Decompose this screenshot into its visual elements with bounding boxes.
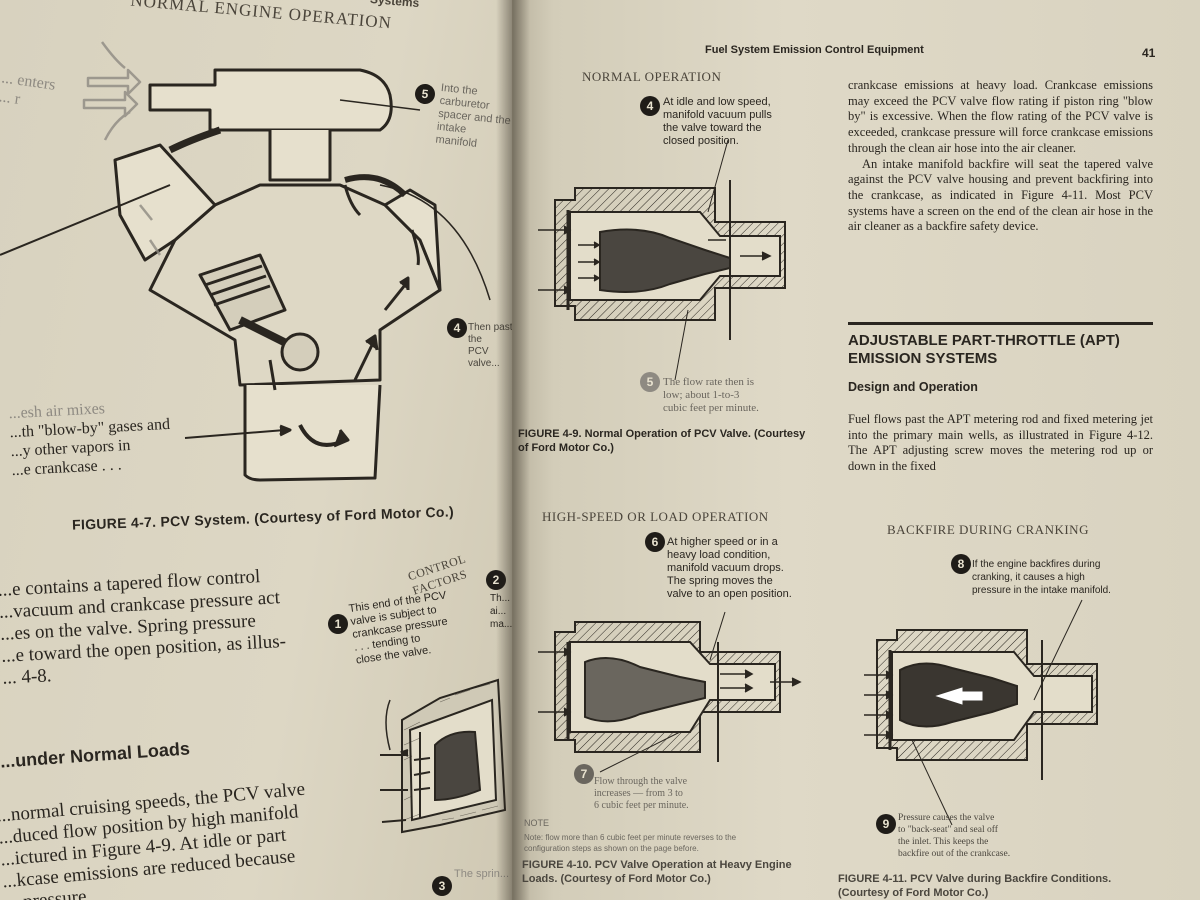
normal-callout-5-text: The flow rate then is low; about 1-to-3 …	[663, 376, 759, 414]
figure-4-10-caption: FIGURE 4-10. PCV Valve Operation at Heav…	[522, 859, 792, 885]
high-speed-note-text: Note: flow more than 6 cubic feet per mi…	[524, 833, 737, 853]
callout-number-badge: 8	[951, 554, 971, 574]
book-gutter	[496, 0, 530, 900]
control-callout-2-text: Th... ai... ma...	[490, 592, 512, 631]
right-running-header: Fuel System Emission Control Equipment	[705, 44, 924, 56]
high-speed-callout-6: 6	[645, 532, 665, 552]
right-body-text: crankcase emissions at heavy load. Crank…	[848, 78, 1153, 235]
right-body-paragraph-2: An intake manifold backfire will seat th…	[848, 156, 1153, 234]
control-callout-2: 2	[486, 570, 506, 590]
figure-4-7-caption: FIGURE 4-7. PCV System. (Courtesy of For…	[71, 503, 455, 533]
callout-number-badge: 9	[876, 814, 896, 834]
callout-number-badge: 3	[432, 876, 452, 896]
control-callout-3-text: The sprin...	[454, 868, 510, 880]
design-operation-subheading: Design and Operation	[848, 380, 978, 394]
right-body-paragraph-3: Fuel flows past the APT metering rod and…	[848, 412, 1153, 474]
callout-number-badge: 4	[640, 96, 660, 116]
backfire-callout-9: 9	[876, 814, 896, 834]
engine-callout-5: 5	[414, 83, 436, 105]
control-callout-3: 3	[432, 876, 452, 896]
high-speed-callout-6-text: At higher speed or in a heavy load condi…	[667, 536, 792, 600]
backfire-title: BACKFIRE DURING CRANKING	[887, 522, 1089, 537]
high-speed-callout-7: 7	[574, 764, 594, 784]
apt-section-heading: ADJUSTABLE PART-THROTTLE (APT) EMISSION …	[848, 332, 1120, 367]
engine-callout-4-text: Then past the PCV valve...	[468, 322, 513, 369]
callout-number-badge: 5	[414, 83, 436, 105]
normal-callout-4-text: At idle and low speed, manifold vacuum p…	[663, 96, 772, 147]
figure-4-11-valve-diagram	[864, 599, 1098, 826]
backfire-callout-9-text: Pressure causes the valve to "back-seat"…	[898, 813, 1011, 859]
figure-4-11-caption: FIGURE 4-11. PCV Valve during Backfire C…	[838, 873, 1112, 899]
high-speed-callout-7-text: Flow through the valve increases — from …	[594, 776, 689, 811]
high-speed-title: HIGH-SPEED OR LOAD OPERATION	[542, 509, 769, 524]
backfire-callout-8-text: If the engine backfires during cranking,…	[972, 559, 1111, 596]
left-body-paragraph-2: ...normal cruising speeds, the PCV valve…	[0, 778, 306, 900]
engine-callout-4: 4	[447, 318, 467, 338]
callout-number-badge: 5	[640, 372, 660, 392]
callout-number-badge: 2	[486, 570, 506, 590]
left-section-heading: ...under Normal Loads	[0, 738, 191, 772]
control-callout-1-text: This end of the PCV valve is subject to …	[347, 589, 449, 667]
figure-4-9-caption: FIGURE 4-9. Normal Operation of PCV Valv…	[518, 428, 806, 454]
left-body-paragraph-1: ...e contains a tapered flow control ...…	[0, 566, 287, 689]
control-callout-1: 1	[328, 614, 348, 634]
callout-number-badge: 4	[447, 318, 467, 338]
pcv-engine-illustration	[0, 41, 491, 482]
callout-number-badge: 1	[328, 614, 348, 634]
section-rule	[848, 322, 1153, 325]
left-page: NORMAL ENGINE OPERATION Systems	[0, 0, 520, 900]
normal-operation-title: NORMAL OPERATION	[582, 69, 722, 84]
figure-4-9-valve-diagram	[538, 139, 786, 381]
page-number: 41	[1142, 46, 1156, 60]
engine-fresh-air-callout: ...esh air mixes ...th "blow-by" gases a…	[8, 400, 171, 480]
callout-number-badge: 7	[574, 764, 594, 784]
high-speed-note-label: NOTE	[524, 818, 550, 828]
normal-callout-4: 4	[640, 96, 660, 116]
backfire-callout-8: 8	[951, 554, 971, 574]
right-body-paragraph-1: crankcase emissions at heavy load. Crank…	[848, 78, 1153, 155]
callout-number-badge: 6	[645, 532, 665, 552]
figure-4-10-valve-diagram	[538, 611, 802, 773]
engine-air-enters: ... enters ... r	[0, 69, 57, 109]
control-factors-valve-diagram	[380, 678, 507, 834]
normal-callout-5: 5	[640, 372, 660, 392]
